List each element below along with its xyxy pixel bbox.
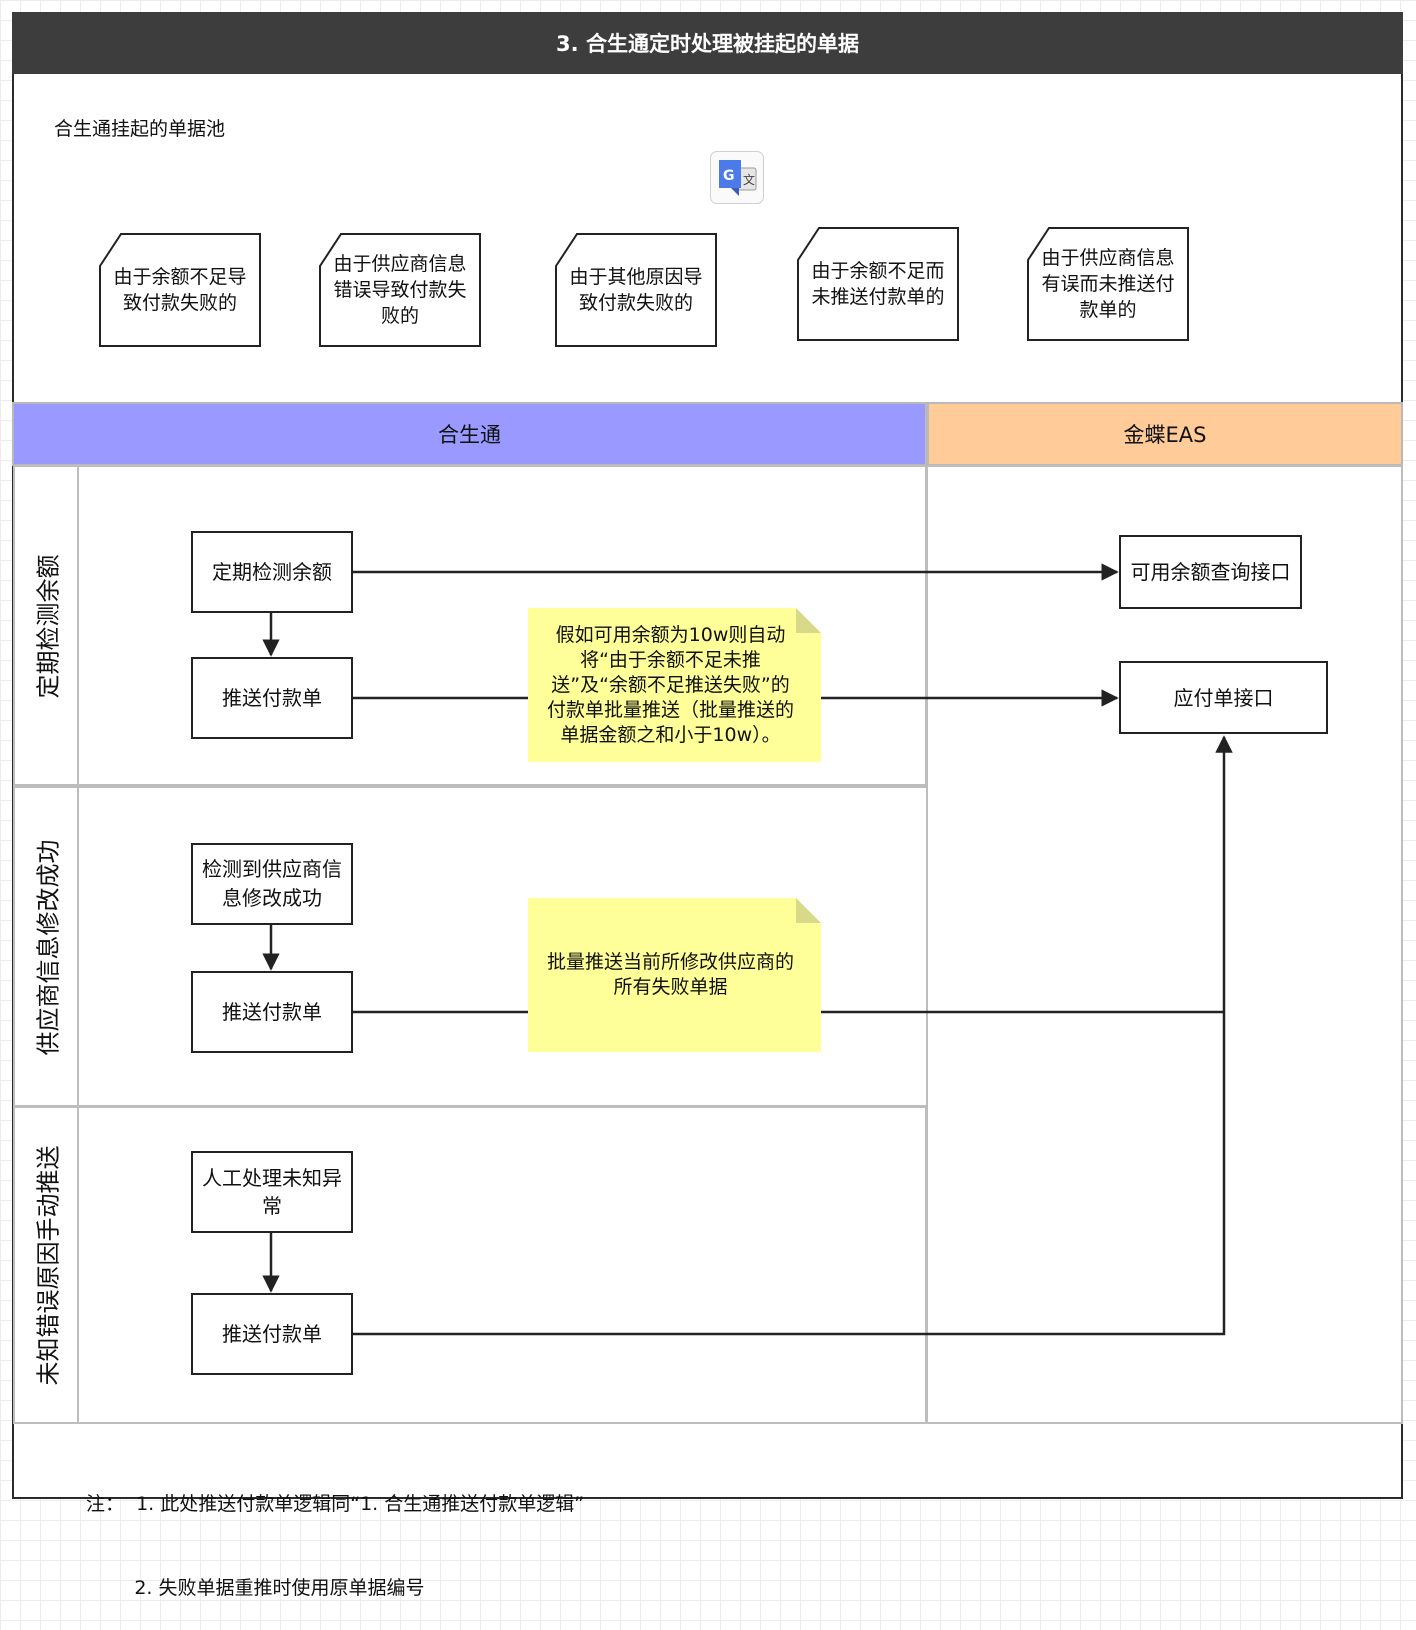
note-text: 批量推送当前所修改供应商的所有失败单据 xyxy=(546,951,794,998)
box-push-payment-2: 推送付款单 xyxy=(191,971,353,1053)
svg-text:G: G xyxy=(723,168,735,184)
pool-card-text: 由于供应商信息有误而未推送付款单的 xyxy=(1041,247,1175,321)
footnote: 注： 1. 此处推送付款单逻辑同“1. 合生通推送付款单逻辑” 2. 失败单据重… xyxy=(86,1434,584,1630)
pool-card-text: 由于其他原因导致付款失败的 xyxy=(569,266,703,314)
box-manual-handle: 人工处理未知异常 xyxy=(191,1151,353,1233)
box-push-payment-3: 推送付款单 xyxy=(191,1293,353,1375)
box-balance-query-api: 可用余额查询接口 xyxy=(1119,535,1302,609)
google-translate-icon[interactable]: 文 G xyxy=(710,151,764,204)
note-text: 假如可用余额为10w则自动将“由于余额不足未推送”及“余额不足推送失败”的付款单… xyxy=(546,623,794,746)
pool-card-supplier-fail: 由于供应商信息错误导致付款失败的 xyxy=(319,233,481,347)
footnote-line-1: 注： 1. 此处推送付款单逻辑同“1. 合生通推送付款单逻辑” xyxy=(86,1493,585,1515)
pool-label: 合生通挂起的单据池 xyxy=(54,118,226,140)
lane-eas xyxy=(926,465,1403,1424)
column-header-hst: 合生通 xyxy=(12,402,927,466)
note-supplier-rule: 批量推送当前所修改供应商的所有失败单据 xyxy=(528,898,821,1052)
edge-push3-to-payable xyxy=(352,735,1233,1336)
box-detect-supplier: 检测到供应商信息修改成功 xyxy=(191,843,353,925)
pool-card-balance-fail: 由于余额不足导致付款失败的 xyxy=(99,233,261,347)
box-payable-api: 应付单接口 xyxy=(1119,661,1328,734)
pool-card-balance-unpushed: 由于余额不足而未推送付款单的 xyxy=(797,227,959,341)
footnote-line-2: 2. 失败单据重推时使用原单据编号 xyxy=(86,1577,425,1599)
pool-card-text: 由于余额不足而未推送付款单的 xyxy=(811,260,945,308)
pool-card-text: 由于供应商信息错误导致付款失败的 xyxy=(333,253,467,327)
box-check-balance: 定期检测余额 xyxy=(191,531,353,613)
lane-label-divider xyxy=(77,466,79,1423)
pool-card-other-fail: 由于其他原因导致付款失败的 xyxy=(555,233,717,347)
box-push-payment-1: 推送付款单 xyxy=(191,657,353,739)
diagram-title: 3. 合生通定时处理被挂起的单据 xyxy=(12,12,1403,74)
svg-text:文: 文 xyxy=(743,172,755,187)
pool-card-supplier-unpushed: 由于供应商信息有误而未推送付款单的 xyxy=(1027,227,1189,341)
pool-card-text: 由于余额不足导致付款失败的 xyxy=(113,266,247,314)
note-balance-rule: 假如可用余额为10w则自动将“由于余额不足未推送”及“余额不足推送失败”的付款单… xyxy=(528,608,821,762)
